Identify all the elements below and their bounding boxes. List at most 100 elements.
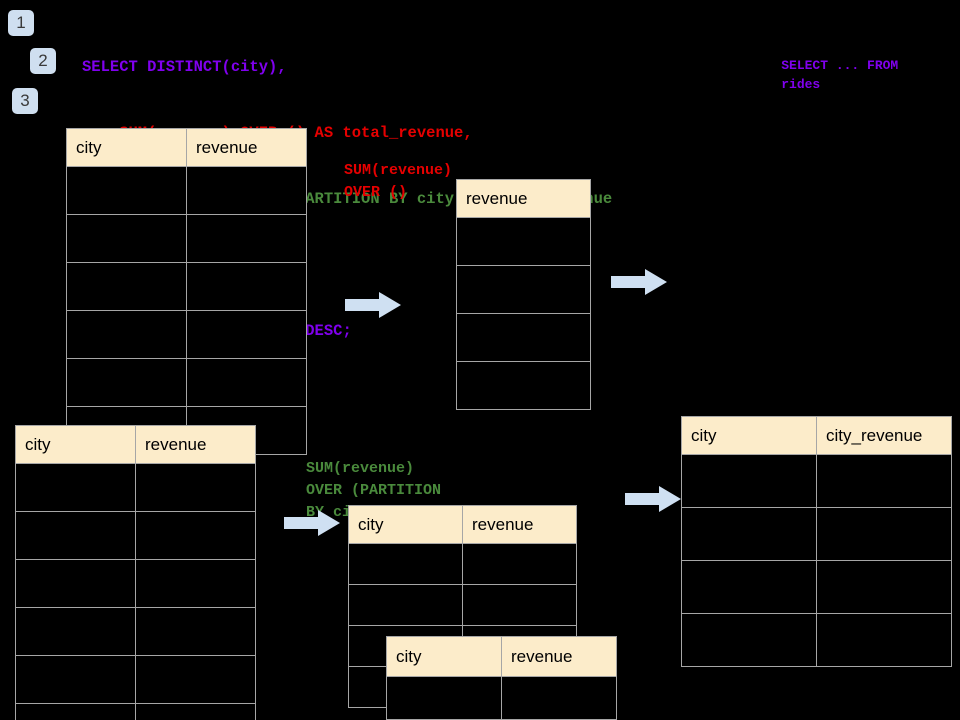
annotation-sum-over-empty-line-2: OVER () (344, 184, 408, 201)
partition-table-front: city revenue (386, 636, 617, 720)
table-row (456, 361, 591, 410)
column-header-city: city (386, 636, 502, 677)
table-row (456, 217, 591, 266)
table-cell (456, 313, 591, 362)
table-body (66, 166, 307, 455)
table-row (15, 655, 256, 704)
table-row (15, 559, 256, 608)
table-header-row: city city_revenue (681, 416, 952, 455)
table-cell (816, 560, 952, 614)
table-row (66, 358, 307, 407)
table-cell (66, 358, 187, 407)
column-header-revenue: revenue (186, 128, 307, 167)
base-rides-table: city revenue (66, 128, 307, 455)
annotation-select-from-line-1: SELECT ... FROM (781, 58, 899, 73)
table-cell (186, 310, 307, 359)
table-cell (462, 543, 577, 585)
column-header-revenue: revenue (501, 636, 617, 677)
table-cell (66, 262, 187, 311)
table-cell (135, 511, 256, 560)
table-row (386, 676, 617, 720)
table-cell (15, 607, 136, 656)
table-row (66, 214, 307, 263)
table-row (348, 543, 577, 585)
annotation-sum-over-empty: SUM(revenue) OVER () (308, 138, 452, 226)
table-row (681, 560, 952, 614)
table-cell (186, 262, 307, 311)
table-cell (348, 584, 463, 626)
table-header-row: revenue (456, 179, 591, 218)
table-row (66, 166, 307, 215)
step-badge-1: 1 (8, 10, 34, 36)
table-cell (66, 166, 187, 215)
base-rides-table-lower: city revenue (15, 425, 256, 720)
column-header-city: city (681, 416, 817, 455)
table-cell (681, 560, 817, 614)
table-cell (456, 361, 591, 410)
table-cell (15, 559, 136, 608)
table-row (681, 507, 952, 561)
table-header-row: city revenue (15, 425, 256, 464)
table-header-row: city revenue (66, 128, 307, 167)
table-cell (816, 507, 952, 561)
table-row (681, 454, 952, 508)
table-row (681, 613, 952, 667)
table-row (15, 463, 256, 512)
column-header-city: city (15, 425, 136, 464)
column-header-revenue: revenue (462, 505, 577, 544)
table-body (681, 454, 952, 667)
table-cell (15, 655, 136, 704)
table-cell (456, 265, 591, 314)
table-cell (135, 703, 256, 720)
table-cell (15, 463, 136, 512)
arrow-base-to-total (345, 290, 401, 320)
table-cell (186, 166, 307, 215)
table-cell (135, 463, 256, 512)
table-cell (456, 217, 591, 266)
table-cell (186, 214, 307, 263)
table-cell (681, 454, 817, 508)
table-header-row: city revenue (386, 636, 617, 677)
table-cell (15, 703, 136, 720)
column-header-revenue: revenue (135, 425, 256, 464)
annotation-select-from: SELECT ... FROM rides (750, 37, 898, 113)
arrow-base-to-partition (284, 508, 340, 538)
table-row (15, 511, 256, 560)
annotation-select-from-line-2: rides (781, 77, 821, 92)
table-cell (681, 613, 817, 667)
table-row (348, 584, 577, 626)
table-cell (816, 454, 952, 508)
column-header-city: city (348, 505, 463, 544)
table-row (15, 607, 256, 656)
table-row (456, 265, 591, 314)
arrow-partition-to-result (625, 484, 681, 514)
table-cell (462, 584, 577, 626)
table-cell (135, 655, 256, 704)
table-body (456, 217, 591, 410)
table-row (66, 310, 307, 359)
table-row (15, 703, 256, 720)
table-cell (135, 607, 256, 656)
table-cell (135, 559, 256, 608)
table-cell (186, 358, 307, 407)
table-cell (15, 511, 136, 560)
table-cell (816, 613, 952, 667)
annotation-sum-over-partition-line-1: SUM(revenue) (306, 460, 415, 477)
table-cell (681, 507, 817, 561)
column-header-revenue: revenue (456, 179, 591, 218)
table-body (386, 676, 617, 720)
table-row (66, 262, 307, 311)
table-cell (348, 543, 463, 585)
step-badge-2: 2 (30, 48, 56, 74)
result-table: city city_revenue (681, 416, 952, 667)
table-cell (386, 676, 502, 720)
table-cell (66, 214, 187, 263)
annotation-sum-over-empty-line-1: SUM(revenue) (344, 162, 453, 179)
total-revenue-table: revenue (456, 179, 591, 410)
arrow-total-to-result (611, 267, 667, 297)
table-body (15, 463, 256, 720)
table-row (456, 313, 591, 362)
column-header-city: city (66, 128, 187, 167)
step-badge-3: 3 (12, 88, 38, 114)
